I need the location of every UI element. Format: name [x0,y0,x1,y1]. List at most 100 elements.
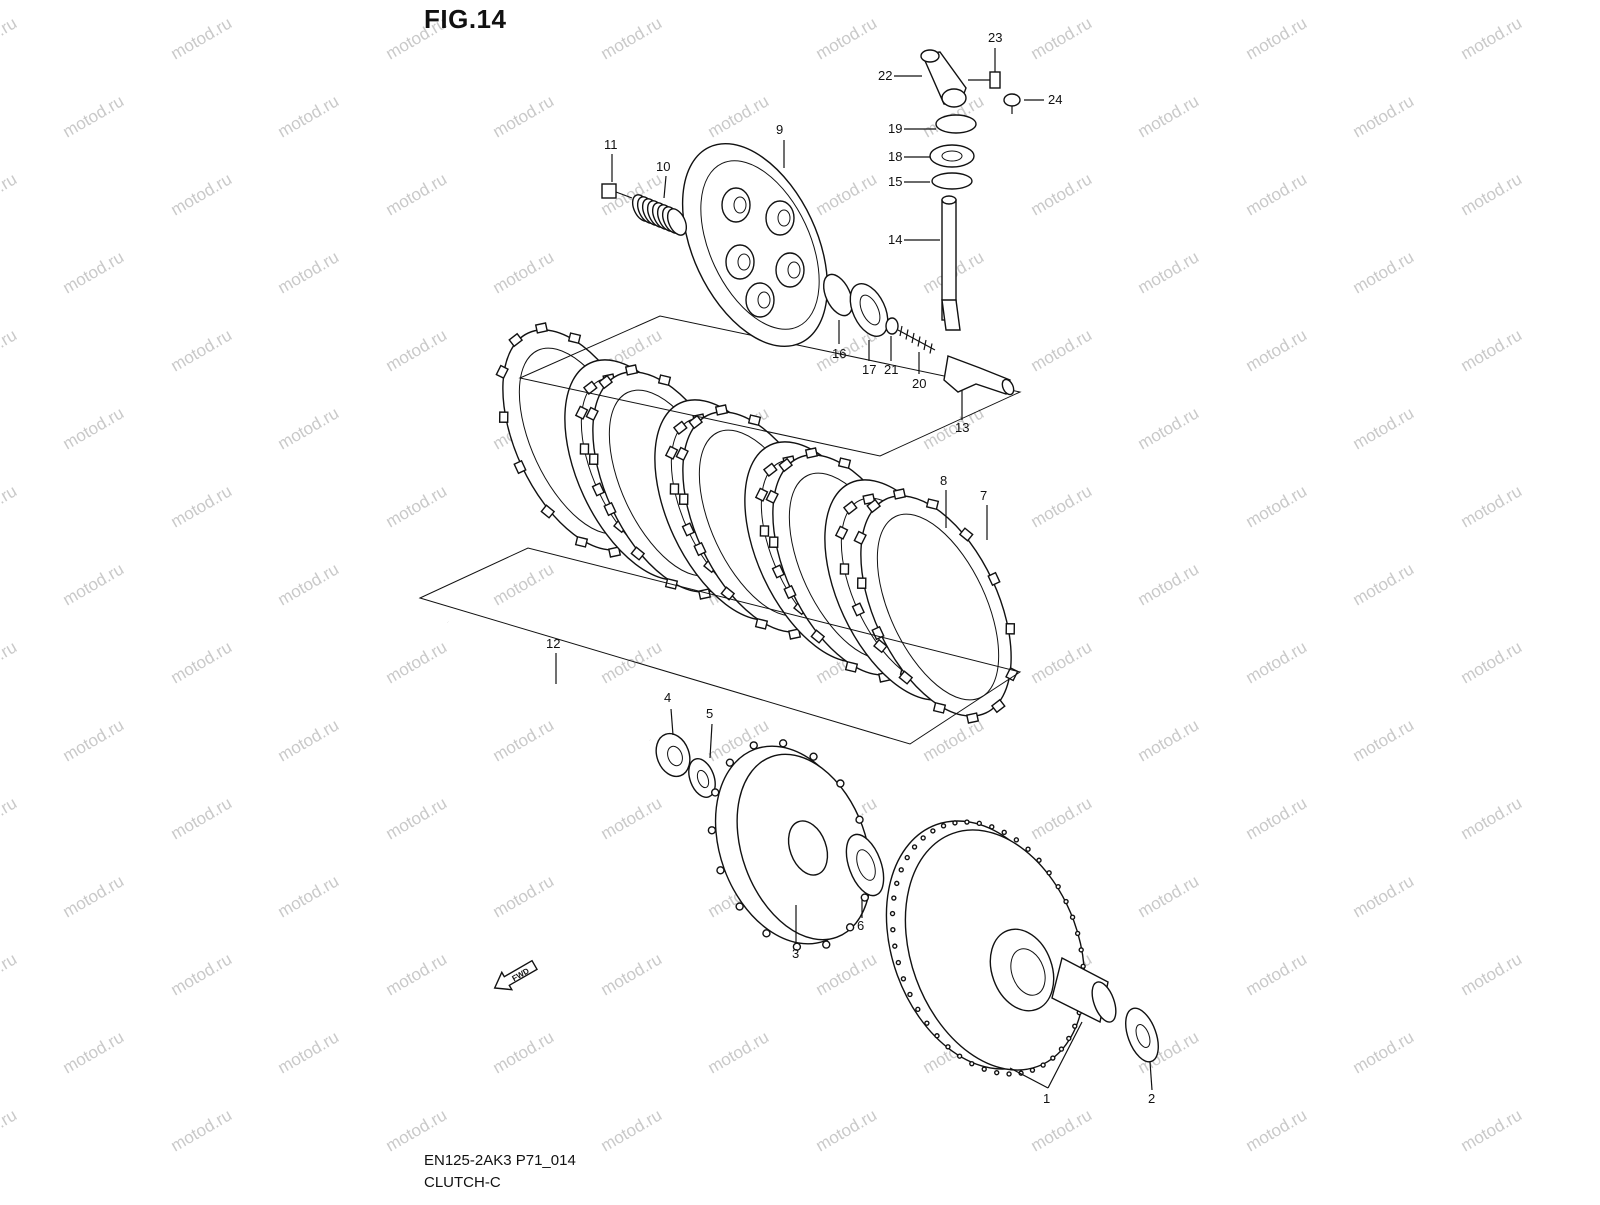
figure-title: FIG.14 [424,4,507,34]
callout-13: 13 [955,420,969,435]
leader-line [1009,1067,1049,1089]
watermark-text: motod.ru [1350,559,1418,609]
watermark-text: motod.ru [1458,325,1526,375]
watermark-text: motod.ru [813,169,881,219]
leader-line [1149,1061,1153,1091]
leader-line [709,723,713,759]
callout-9: 9 [776,122,783,137]
watermark-text: motod.ru [1458,949,1526,999]
watermark-text: motod.ru [0,1105,20,1155]
watermark-text: motod.ru [168,481,236,531]
release-lever [920,49,967,108]
pressure-plate [681,142,829,348]
watermark-text: motod.ru [1458,481,1526,531]
watermark-text: motod.ru [0,949,20,999]
watermark-text: motod.ru [1350,1027,1418,1077]
watermark-text: motod.ru [1243,13,1311,63]
clutch-spring [631,194,688,236]
leader-line [1047,1021,1083,1089]
watermark-text: motod.ru [1028,1105,1096,1155]
watermark-text: motod.ru [275,91,343,141]
spacer-washer [1125,1007,1159,1063]
watermark-text: motod.ru [0,325,20,375]
clutch-hub-nut [655,732,691,778]
watermark-text: motod.ru [1458,793,1526,843]
clutch-spring-bolt [601,183,633,199]
watermark-text: motod.ru [1135,715,1203,765]
watermark-text: motod.ru [383,169,451,219]
callout-24: 24 [1048,92,1062,107]
watermark-text: motod.ru [598,13,666,63]
watermark-text: motod.ru [1028,169,1096,219]
watermark-text: motod.ru [1135,247,1203,297]
watermark-text: motod.ru [1458,637,1526,687]
leader-line [670,708,674,736]
spring-boss [765,200,795,236]
callout-11: 11 [604,137,618,152]
watermark-text: motod.ru [383,481,451,531]
watermark-text: motod.ru [490,559,558,609]
watermark-text: motod.ru [383,637,451,687]
friction-plate [853,488,1019,724]
watermark-text: motod.ru [275,403,343,453]
model-code: EN125-2AK3 P71_014 [424,1152,576,1169]
watermark-text: motod.ru [275,559,343,609]
lever-bolt [968,71,1001,89]
watermark-text: motod.ru [60,1027,128,1077]
watermark-text: motod.ru [168,637,236,687]
spring-boss [725,244,755,280]
watermark-text: motod.ru [1028,793,1096,843]
watermark-text: motod.ru [813,1105,881,1155]
watermark-text: motod.ru [383,793,451,843]
callout-12: 12 [546,636,560,651]
watermark-text: motod.ru [168,325,236,375]
watermark-text: motod.ru [60,715,128,765]
leader-line [663,175,667,199]
watermark-text: motod.ru [275,871,343,921]
lock-washer [688,758,716,798]
callout-14: 14 [888,232,902,247]
watermark-text: motod.ru [705,91,773,141]
callout-15: 15 [888,174,902,189]
leader-lines [555,48,1153,1091]
watermark-text: motod.ru [168,793,236,843]
watermark-text: motod.ru [598,793,666,843]
watermark-text: motod.ru [705,1027,773,1077]
watermark-text: motod.ru [490,715,558,765]
watermark-text: motod.ru [383,949,451,999]
watermark-text: motod.ru [598,1105,666,1155]
watermark-text: motod.ru [1243,1105,1311,1155]
stack-outline-top [518,315,1022,457]
watermark-text: motod.ru [1458,169,1526,219]
watermark-text: motod.ru [1350,403,1418,453]
oil-seal [929,144,975,168]
lock-nut [885,317,899,335]
parts-layer: FWD [418,49,1159,1077]
watermark-text: motod.ru [275,1027,343,1077]
callout-6: 6 [857,918,864,933]
watermark-text: motod.ru [490,871,558,921]
watermark-text: motod.ru [1028,637,1096,687]
watermark-text: motod.ru [1243,793,1311,843]
fwd-arrow-icon: FWD [493,959,538,991]
callout-8: 8 [940,473,947,488]
watermark-text: motod.ru [1350,91,1418,141]
callout-23: 23 [988,30,1002,45]
watermark-text: motod.ru [275,247,343,297]
watermark-text: motod.ru [1135,91,1203,141]
watermark-text: motod.ru [1243,637,1311,687]
watermark-text: motod.ru [1350,247,1418,297]
watermark-text: motod.ru [813,13,881,63]
callout-18: 18 [888,149,902,164]
watermark-text: motod.ru [920,715,988,765]
watermark-text: motod.ru [60,403,128,453]
watermark-text: motod.ru [1028,481,1096,531]
watermark-text: motod.ru [0,481,20,531]
spring-boss [775,252,805,288]
section-name: CLUTCH-C [424,1174,501,1191]
watermark-text: motod.ru [0,793,20,843]
watermark-text: motod.ru [1243,169,1311,219]
watermark-text: motod.ru [60,559,128,609]
callout-22: 22 [878,68,892,83]
